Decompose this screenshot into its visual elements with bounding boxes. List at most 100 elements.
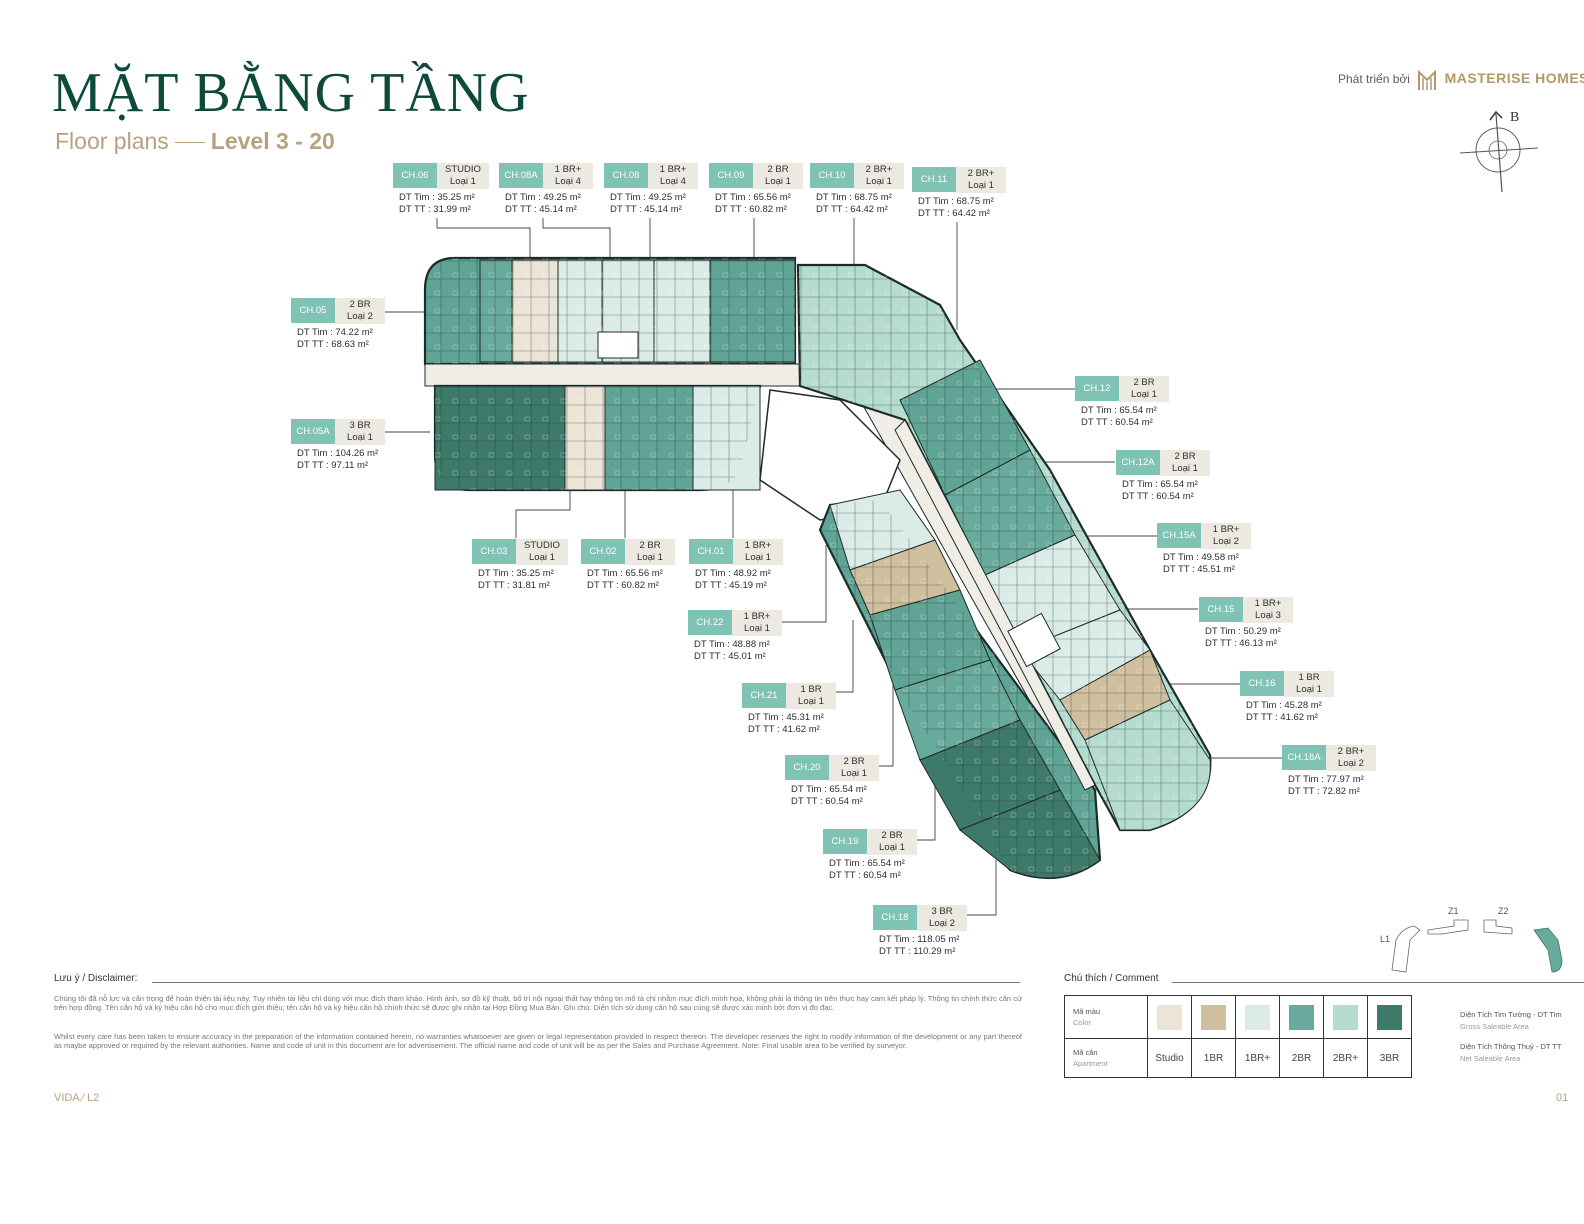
gross-area: DT Tim : 65.54 m² [791,784,867,795]
unit-code: CH.12A [1116,450,1160,475]
net-area: DT TT : 72.82 m² [1288,786,1360,797]
legend-type-name: Studio [1147,1038,1192,1078]
gross-area: DT Tim : 49.58 m² [1163,552,1239,563]
unit-code: CH.11 [912,167,956,192]
unit-code: CH.20 [785,755,829,780]
net-area: DT TT : 60.54 m² [1122,491,1194,502]
legend-swatch [1323,995,1368,1039]
level-label: Level 3 - 20 [210,128,335,154]
gross-area: DT Tim : 65.56 m² [715,192,791,203]
unit-code: CH.05A [291,419,335,444]
gross-area: DT Tim : 68.75 m² [918,196,994,207]
gross-area: DT Tim : 77.97 m² [1288,774,1364,785]
legend-swatch [1191,995,1236,1039]
legend-type-name: 2BR+ [1323,1038,1368,1078]
brand: Phát triển bởi MASTERISE HOMES [1338,68,1584,92]
net-area: DT TT : 64.42 m² [918,208,990,219]
unit-code: CH.18A [1282,745,1326,770]
unit-code: CH.15 [1199,597,1243,622]
subtitle-divider [174,142,205,144]
legend-type-name: 2BR [1279,1038,1324,1078]
legend-color-swatch [1157,1004,1182,1030]
gross-area: DT Tim : 104.26 m² [297,448,379,459]
unit-type: 2 BR+Loại 1 [854,163,904,189]
legend-type-name: 1BR [1191,1038,1236,1078]
net-area: DT TT : 60.82 m² [587,580,659,591]
disclaimer-title: Lưu ý / Disclaimer: [54,973,138,984]
gross-area: DT Tim : 65.54 m² [1081,405,1157,416]
unit-code: CH.09 [709,163,753,188]
net-area: DT TT : 64.42 m² [816,204,888,215]
key-plan: Z1 Z2 L1 [1380,906,1563,973]
masterise-logo-icon [1418,69,1437,90]
brand-prefix: Phát triển bởi [1338,72,1410,87]
unit-code: CH.16 [1240,671,1284,696]
legend-color-swatch [1245,1004,1270,1030]
net-area: DT TT : 60.82 m² [715,204,787,215]
stair [597,331,639,359]
legend-color-swatch [1289,1004,1314,1030]
unit-type: 1 BR+Loại 3 [1243,597,1293,623]
disclaimer-vi: Chúng tôi đã nỗ lực và cẩn trọng để hoàn… [54,994,1022,1012]
unit-type: 2 BR+Loại 1 [956,167,1006,193]
unit-code: CH.12 [1075,376,1119,401]
unit-type: 2 BR+Loại 2 [1326,745,1376,771]
unit-code: CH.02 [581,539,625,564]
legend-color-swatch [1333,1004,1358,1030]
gross-area: DT Tim : 68.75 m² [816,192,892,203]
keyplan-l1: L1 [1380,934,1390,944]
page-title: MẶT BẰNG TẦNG [52,62,530,124]
net-area: DT TT : 45.51 m² [1163,564,1235,575]
legend-rule [1172,982,1584,983]
unit-code: CH.08 [604,163,648,188]
unit-code: CH.05 [291,298,335,323]
keyplan-z2: Z2 [1498,906,1509,916]
unit-type: 1 BR+Loại 1 [733,539,783,565]
unit-code: CH.21 [742,683,786,708]
net-area: DT TT : 45.19 m² [695,580,767,591]
page-number: 01 [1556,1092,1569,1104]
gross-area: DT Tim : 74.22 m² [297,327,373,338]
gross-area: DT Tim : 49.25 m² [610,192,686,203]
compass-label: B [1510,110,1519,125]
net-area: DT TT : 110.29 m² [879,946,956,957]
unit-code: CH.03 [472,539,516,564]
net-area: DT TT : 45.14 m² [505,204,577,215]
net-area: DT TT : 41.62 m² [748,724,820,735]
legend-swatch [1367,995,1412,1039]
